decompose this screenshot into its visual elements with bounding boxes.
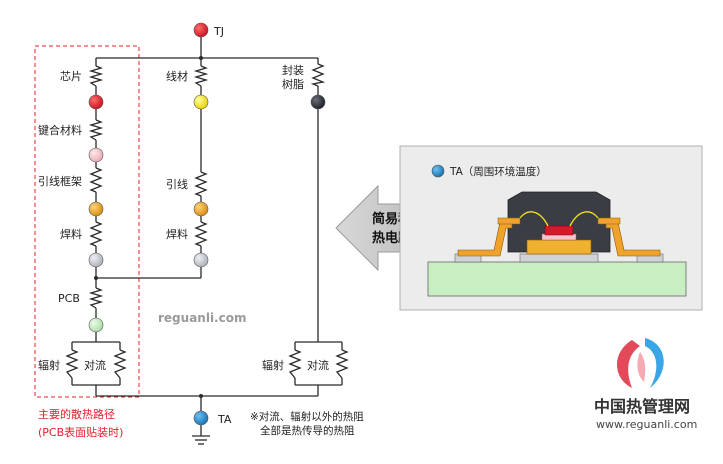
label-solder-left: 焊料 — [60, 227, 82, 241]
label-chip: 芯片 — [60, 69, 82, 83]
resistor-solder-left — [89, 221, 103, 247]
label-resin-line2: 树脂 — [282, 77, 304, 91]
watermark: reguanli.com — [158, 311, 246, 325]
resistor-pcb — [88, 287, 104, 309]
node-bond — [88, 147, 104, 163]
resistors — [65, 63, 349, 379]
circuit-wires — [71, 30, 343, 445]
label-pcb: PCB — [58, 292, 80, 305]
brand-logo — [617, 338, 664, 388]
brand-url: www.reguanli.com — [596, 418, 697, 431]
brand-name: 中国热管理网 — [594, 397, 690, 416]
label-radiation-left: 辐射 — [38, 358, 60, 372]
label-lead: 引线 — [166, 177, 188, 191]
resistor-lead — [194, 171, 208, 197]
node-wire — [193, 94, 209, 110]
thermal-nodes — [88, 22, 326, 426]
resistor-bond — [88, 119, 104, 141]
ta-ambient-label: TA（周围环境温度） — [449, 165, 547, 178]
mold-resin — [507, 191, 611, 253]
label-wire: 线材 — [166, 69, 188, 83]
main-path-line2: (PCB表面贴装时) — [38, 425, 123, 439]
ta-ambient-dot — [431, 164, 445, 178]
label-convection-left: 对流 — [84, 358, 106, 372]
node-ta — [193, 410, 209, 426]
node-solder-left — [88, 252, 104, 268]
label-resin-line1: 封装 — [282, 63, 304, 77]
main-path-highlight-box — [34, 45, 140, 398]
main-path-line1: 主要的散热路径 — [38, 407, 115, 421]
resistor-resin — [310, 63, 326, 87]
resistor-wire — [193, 65, 209, 87]
resistor-chip — [88, 65, 104, 87]
node-solder-mid — [193, 252, 209, 268]
resistor-radiation-left — [65, 349, 79, 379]
note-line2: 全部是热传导的热阻 — [260, 424, 355, 437]
node-lead — [193, 201, 209, 217]
label-bond: 键合材料 — [38, 123, 82, 137]
node-resin — [310, 94, 326, 110]
label-tj: TJ — [213, 25, 224, 38]
label-solder-mid: 焊料 — [166, 227, 188, 241]
node-chip — [88, 94, 104, 110]
pcb-board — [427, 261, 687, 297]
package-cross-section-panel: TA（周围环境温度） — [399, 145, 703, 311]
junction-dots — [94, 56, 203, 398]
node-leadframe — [88, 201, 104, 217]
resistor-solder-mid — [194, 221, 208, 247]
resistor-convection-right — [335, 349, 349, 379]
label-leadframe: 引线框架 — [38, 174, 82, 188]
label-radiation-right: 辐射 — [262, 358, 284, 372]
label-convection-right: 对流 — [307, 358, 329, 372]
note-line1: ※对流、辐射以外的热阻 — [250, 410, 364, 423]
resistor-leadframe — [89, 167, 103, 193]
label-ta: TA — [217, 413, 232, 426]
node-tj — [193, 22, 209, 38]
resistor-radiation-right — [288, 349, 302, 379]
resistor-convection-left — [113, 349, 127, 379]
node-pcb — [88, 317, 104, 333]
